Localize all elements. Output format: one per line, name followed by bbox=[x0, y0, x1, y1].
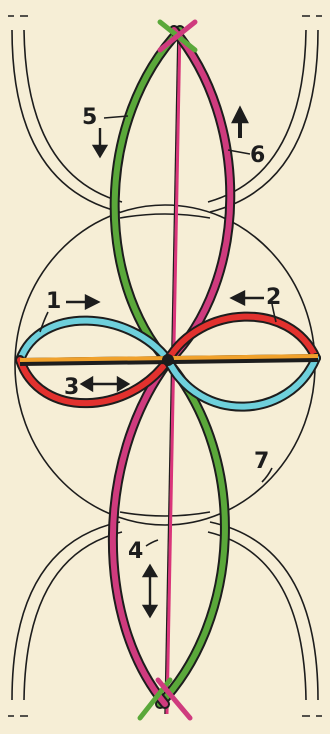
label-5: 5 bbox=[82, 105, 97, 130]
label-7: 7 bbox=[254, 449, 269, 474]
label-4: 4 bbox=[128, 539, 143, 564]
label-3: 3 bbox=[64, 375, 79, 400]
label-2: 2 bbox=[266, 285, 281, 310]
label-1: 1 bbox=[46, 289, 61, 314]
label-6: 6 bbox=[250, 143, 265, 168]
center-crossing bbox=[162, 354, 174, 366]
